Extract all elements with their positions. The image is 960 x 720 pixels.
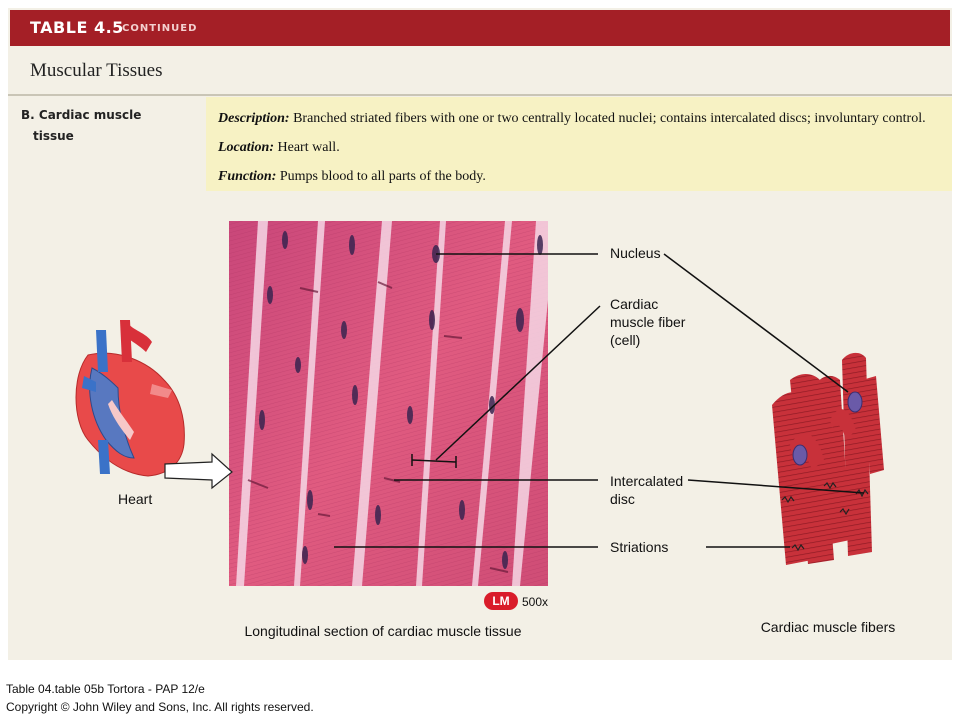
description-row: Description: Branched striated fibers wi…	[218, 111, 926, 127]
footer-line-2: Copyright © John Wiley and Sons, Inc. Al…	[6, 700, 314, 714]
heart-arrow	[164, 452, 233, 490]
divider	[8, 94, 952, 96]
subsection-line-2: tissue	[33, 129, 74, 143]
heart-illustration	[75, 320, 185, 477]
lm-badge	[484, 592, 518, 610]
location-row: Location: Heart wall.	[218, 140, 340, 156]
heart-label: Heart	[118, 491, 152, 507]
fiber-label-line-2: muscle fiber	[610, 314, 686, 330]
function-text: Pumps blood to all parts of the body.	[276, 169, 486, 184]
description-label: Description:	[218, 111, 290, 126]
function-row: Function: Pumps blood to all parts of th…	[218, 169, 486, 185]
micrograph-caption: Longitudinal section of cardiac muscle t…	[244, 623, 521, 639]
fiber-leader	[435, 305, 601, 461]
magnification-label: 500x	[522, 595, 548, 609]
section-title: Muscular Tissues	[30, 60, 163, 81]
table-label: TABLE 4.5	[30, 18, 124, 37]
description-text: Branched striated fibers with one or two…	[289, 111, 926, 126]
nucleus-label: Nucleus	[610, 245, 661, 261]
micrograph	[229, 221, 548, 586]
fiber-label-line-3: (cell)	[610, 332, 640, 348]
subsection-line-1: B. Cardiac muscle	[21, 108, 142, 122]
fibers-caption: Cardiac muscle fibers	[761, 619, 896, 635]
disc-label-line-2: disc	[610, 491, 635, 507]
fiber-bracket	[411, 459, 457, 463]
description-box: Description: Branched striated fibers wi…	[206, 97, 952, 191]
nucleus-leader-right	[663, 253, 849, 393]
fiber-label-line-1: Cardiac	[610, 296, 658, 312]
table-banner: TABLE 4.5 CONTINUED	[10, 10, 950, 46]
footer-line-1: Table 04.table 05b Tortora - PAP 12/e	[6, 682, 205, 696]
disc-label-line-1: Intercalated	[610, 473, 683, 489]
cardiac-fibers-illustration	[772, 352, 884, 565]
leader-lines	[334, 253, 865, 548]
location-text: Heart wall.	[274, 140, 340, 155]
lm-badge-text: LM	[492, 594, 509, 608]
continued-label: CONTINUED	[122, 23, 198, 34]
function-label: Function:	[218, 169, 277, 184]
disc-leader-right	[687, 479, 865, 494]
striations-label: Striations	[610, 539, 668, 555]
location-label: Location:	[218, 140, 274, 155]
subsection-title: B. Cardiac muscle tissue	[21, 105, 141, 147]
